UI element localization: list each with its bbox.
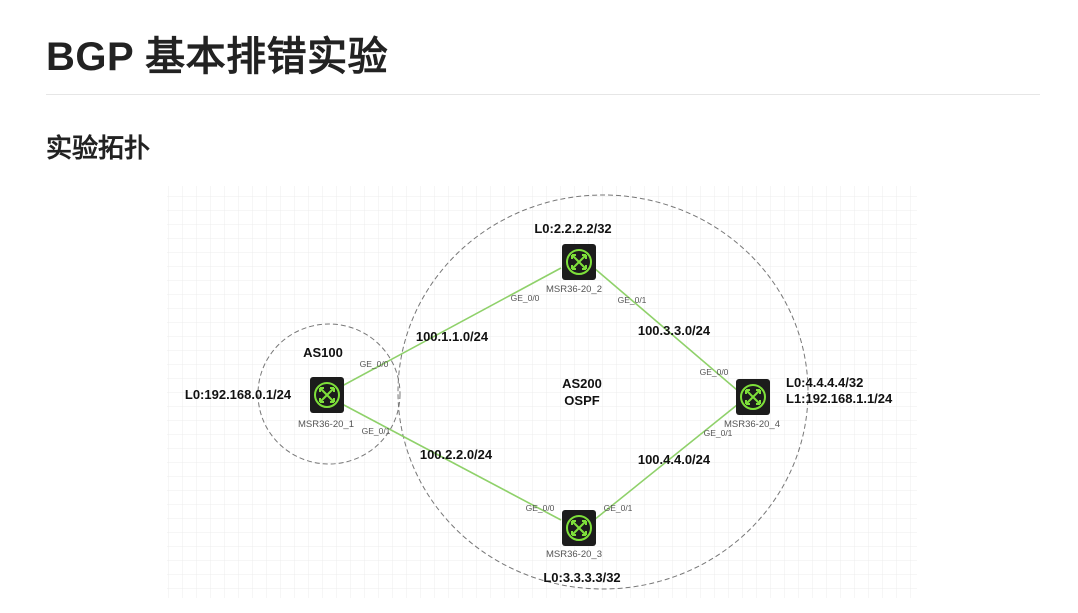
link-r3-r4	[593, 404, 738, 521]
subnet-label: 100.4.4.0/24	[638, 452, 711, 467]
router4-loopback-1: L1:192.168.1.1/24	[786, 391, 893, 406]
router-icon[interactable]	[561, 243, 597, 281]
router2-loopback: L0:2.2.2.2/32	[534, 221, 611, 236]
router1-loopback: L0:192.168.0.1/24	[185, 387, 292, 402]
grid-background	[167, 186, 917, 598]
router3-loopback: L0:3.3.3.3/32	[543, 570, 620, 585]
port-label: GE_0/0	[526, 503, 555, 513]
port-label: GE_0/0	[511, 293, 540, 303]
link-r1-r3	[341, 403, 562, 521]
port-label: GE_0/1	[362, 426, 391, 436]
port-label: GE_0/1	[604, 503, 633, 513]
subnet-label: 100.1.1.0/24	[416, 329, 489, 344]
as100-boundary	[257, 323, 401, 465]
link-r2-r4	[593, 267, 738, 391]
router-icon[interactable]	[735, 378, 771, 416]
port-label: GE_0/0	[700, 367, 729, 377]
router-icon[interactable]	[561, 509, 597, 547]
router2-name: MSR36-20_2	[546, 284, 602, 295]
subnet-label: 100.2.2.0/24	[420, 447, 493, 462]
as200-protocol: OSPF	[564, 393, 599, 408]
port-label: GE_0/1	[618, 295, 647, 305]
router4-loopback-0: L0:4.4.4.4/32	[786, 375, 863, 390]
section-heading: 实验拓扑	[46, 133, 151, 163]
subnet-label: 100.3.3.0/24	[638, 323, 711, 338]
router-icon[interactable]	[309, 376, 345, 414]
as200-label: AS200	[562, 376, 602, 391]
port-label: GE_0/0	[360, 359, 389, 369]
router4-name: MSR36-20_4	[724, 419, 780, 430]
title-divider	[46, 94, 1040, 95]
page-title: BGP 基本排错实验	[46, 35, 389, 79]
link-r1-r2	[341, 267, 562, 387]
port-label: GE_0/1	[704, 428, 733, 438]
router3-name: MSR36-20_3	[546, 549, 602, 560]
router1-name: MSR36-20_1	[298, 419, 354, 430]
as100-label: AS100	[303, 345, 343, 360]
as200-boundary	[397, 194, 809, 590]
